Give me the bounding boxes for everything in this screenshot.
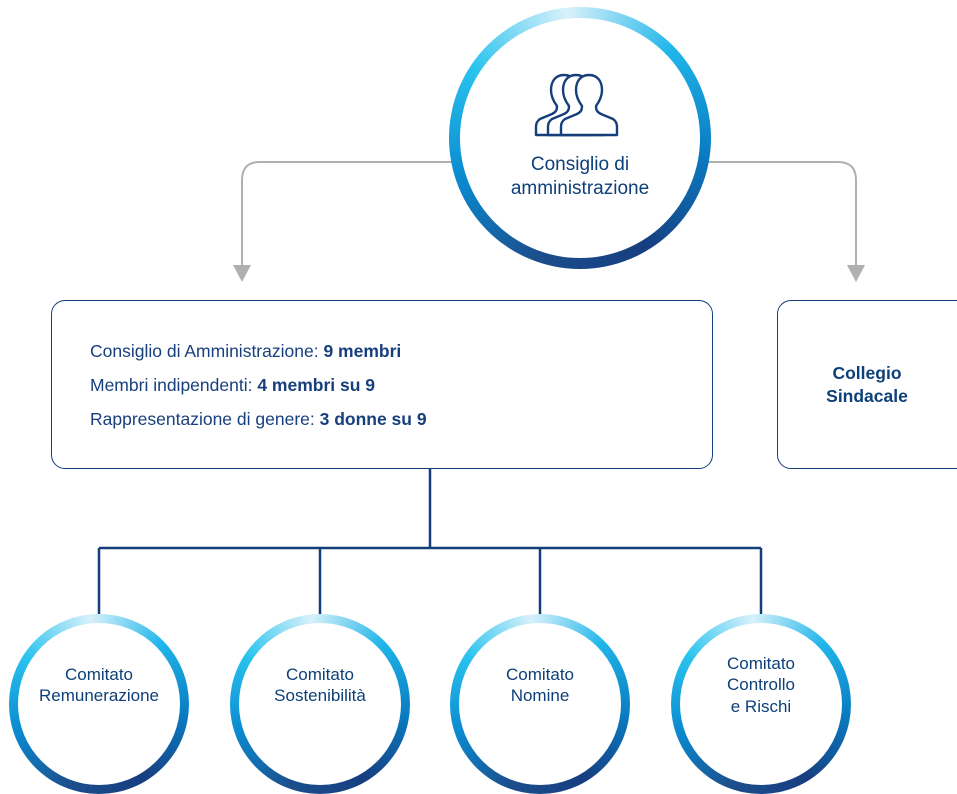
board-circle: Consiglio di amministrazione	[449, 7, 711, 269]
composition-line-gender: Rappresentazione di genere: 3 donne su 9	[90, 409, 427, 430]
collegio-title: Collegio Sindacale	[826, 362, 908, 406]
composition-value-gender: 3 donne su 9	[319, 409, 427, 429]
committee-circle-remunerazione: Comitato Remunerazione	[9, 614, 189, 794]
arrowhead-left	[233, 265, 251, 282]
arrowhead-right	[847, 265, 865, 282]
arrow-to-composition	[241, 161, 455, 266]
committee-circle-sostenibilita: Comitato Sostenibilità	[230, 614, 410, 794]
collegio-box: Collegio Sindacale	[777, 300, 957, 469]
committee-circle-nomine: Comitato Nomine	[450, 614, 630, 794]
committee-title-remunerazione: Comitato Remunerazione	[38, 664, 159, 705]
committee-title-controllo-rischi: Comitato Controllo e Rischi	[726, 654, 796, 716]
composition-line-independent: Membri indipendenti: 4 membri su 9	[90, 375, 375, 396]
composition-box: Consiglio di Amministrazione: 9 membri M…	[51, 300, 713, 469]
composition-value-independent: 4 membri su 9	[257, 375, 376, 395]
people-group-icon	[534, 74, 619, 137]
composition-line-total: Consiglio di Amministrazione: 9 membri	[90, 341, 401, 362]
committee-circle-controllo-rischi: Comitato Controllo e Rischi	[671, 614, 851, 794]
committee-title-sostenibilita: Comitato Sostenibilità	[274, 664, 366, 705]
committee-title-nomine: Comitato Nomine	[505, 664, 575, 705]
composition-label-total: Consiglio di Amministrazione:	[90, 341, 324, 361]
composition-label-independent: Membri indipendenti:	[90, 375, 258, 395]
board-title: Consiglio di amministrazione	[510, 154, 650, 199]
composition-label-gender: Rappresentazione di genere:	[90, 409, 320, 429]
composition-value-total: 9 membri	[323, 341, 402, 361]
arrow-to-collegio	[707, 161, 857, 266]
